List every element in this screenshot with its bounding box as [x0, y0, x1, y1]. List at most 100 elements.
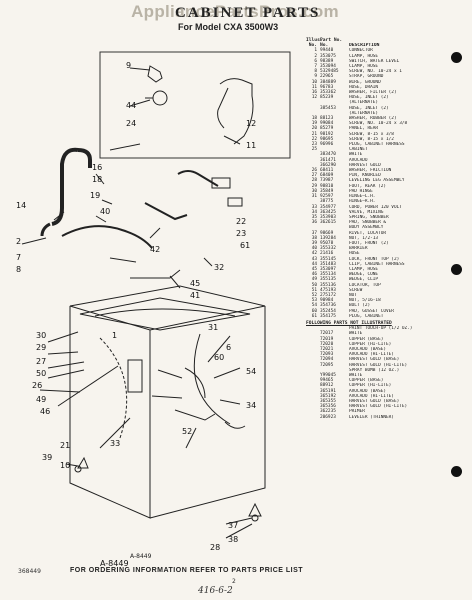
exploded-parts-diagram: 9442411121618194232144027822236145413029… — [16, 51, 291, 568]
callout-number: 12 — [246, 119, 256, 128]
inset-figure-label: A-8449 — [100, 559, 129, 568]
callout-number: 42 — [150, 245, 160, 254]
not-illustrated-title: FOLLOWING PARTS NOT ILLUSTRATED — [306, 320, 392, 326]
callout-number: 16 — [92, 163, 102, 172]
callout-number: 39 — [42, 453, 52, 462]
callout-number: 9 — [126, 61, 131, 70]
hose-42 — [61, 225, 153, 249]
callout-number: 49 — [36, 395, 46, 404]
callout-number: 34 — [246, 401, 256, 410]
parts-row: (ALTERNATE) — [349, 110, 379, 116]
callout-number: 19 — [90, 191, 100, 200]
callout-number: 10 — [60, 461, 70, 470]
callout-number: 1 — [112, 331, 117, 340]
cabinet-top — [69, 285, 266, 331]
cabinet-front — [149, 306, 266, 519]
callout-number: 26 — [32, 381, 42, 390]
page-number: 2 — [232, 578, 236, 585]
model-subtitle: For Model CXA 3500W3 — [178, 22, 279, 32]
watermark: AppliancePartsPros.com — [131, 2, 339, 21]
callout-number: 7 — [16, 253, 21, 262]
inlet-hose — [219, 78, 254, 145]
callout-number: 18 — [92, 175, 102, 184]
page-title: CABINET PARTS — [175, 5, 321, 21]
parts-row: BODY ASSEMBLY — [349, 225, 384, 231]
callout-number: 44 — [126, 101, 136, 110]
parts-row: (ALTERNATE) — [349, 100, 379, 106]
callout-number: 61 — [240, 241, 250, 250]
switch-water-level — [152, 90, 168, 106]
callout-number: 14 — [16, 201, 26, 210]
callout-number: 46 — [40, 407, 50, 416]
callout-number: 32 — [214, 263, 224, 272]
callout-number: 2 — [16, 237, 21, 246]
parts-list-header: Illus. Part No. — [306, 38, 343, 43]
callout-number: 22 — [236, 217, 246, 226]
callout-number: 8 — [16, 265, 21, 274]
callout-number: 21 — [60, 441, 70, 450]
binder-hole — [451, 52, 462, 63]
strap-ground — [147, 65, 163, 83]
not-illustrated-row: PAINT TOUCH-UP (1/2 OZ.) — [349, 326, 413, 332]
callout-number: 52 — [182, 427, 192, 436]
callout-number: 45 — [190, 279, 200, 288]
water-level-switch — [127, 359, 143, 393]
callout-number: 50 — [36, 369, 46, 378]
cabinet-left — [69, 306, 151, 519]
not-illustrated-row: SPRAY BOMB (12 OZ.) — [349, 367, 400, 373]
callout-number: 60 — [214, 353, 224, 362]
parts-list-header-2: No. No. DESCRIPTION — [308, 43, 380, 49]
callout-number: 41 — [190, 291, 200, 300]
binder-hole — [451, 264, 462, 275]
figure-id: A-8449 — [130, 553, 152, 560]
reference-number: 368449 — [18, 568, 41, 575]
